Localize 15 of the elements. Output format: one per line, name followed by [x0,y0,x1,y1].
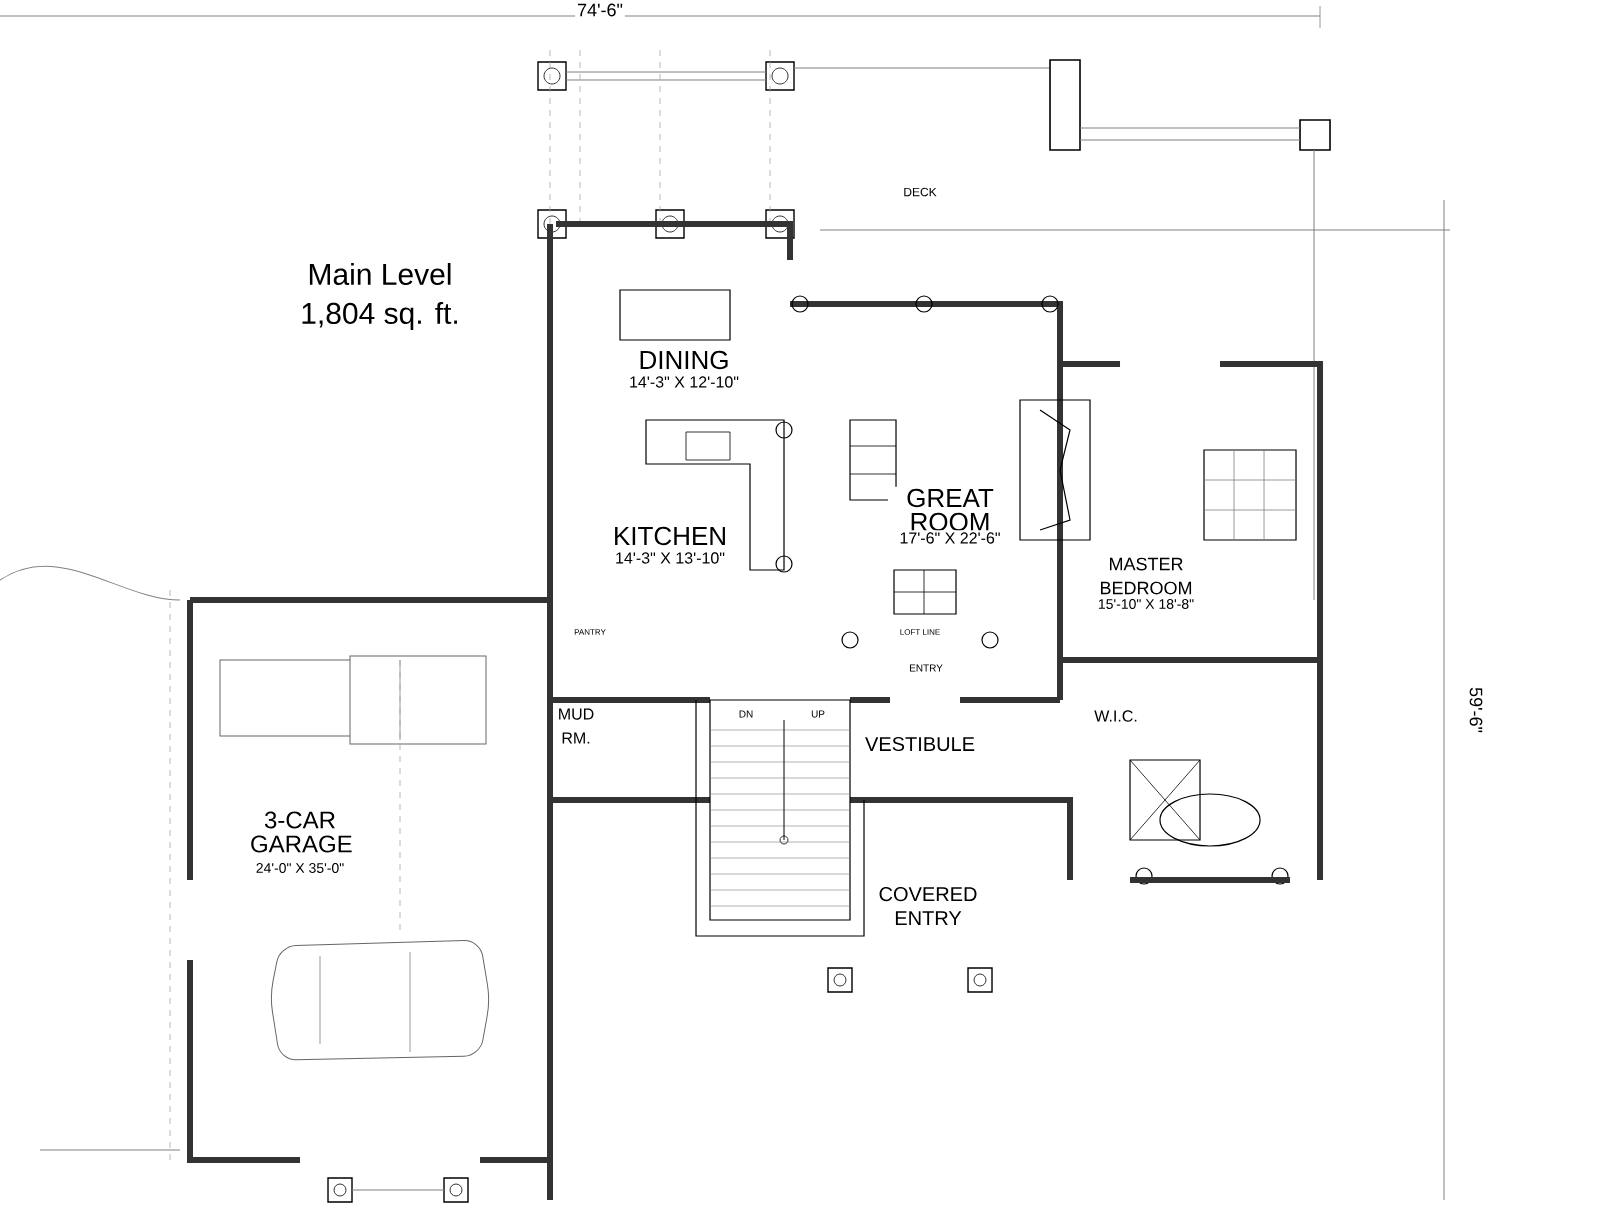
room-label: COVERED ENTRY [876,885,980,927]
room-label: MUD RM. [554,706,598,746]
room-dimension: 14'-3" X 13'-10" [613,550,727,566]
room-dimension: 17'-6" X 22'-6" [897,530,1003,546]
plan-title: Main Level [309,263,451,285]
room-label: VESTIBULE [863,734,978,754]
dimension-label: 74'-6" [575,1,625,19]
room-label: DINING [636,348,732,372]
room-label: W.I.C. [1092,708,1140,724]
room-dimension: 14'-3" X 12'-10" [627,374,741,390]
area-label: 1,804 sq. ft. [298,300,462,332]
dimension-label: 59'-6" [1467,685,1485,735]
room-label: 3-CAR GARAGE [248,809,352,855]
room-label: KITCHEN [610,524,730,548]
room-label: MASTER BEDROOM [1094,555,1198,597]
